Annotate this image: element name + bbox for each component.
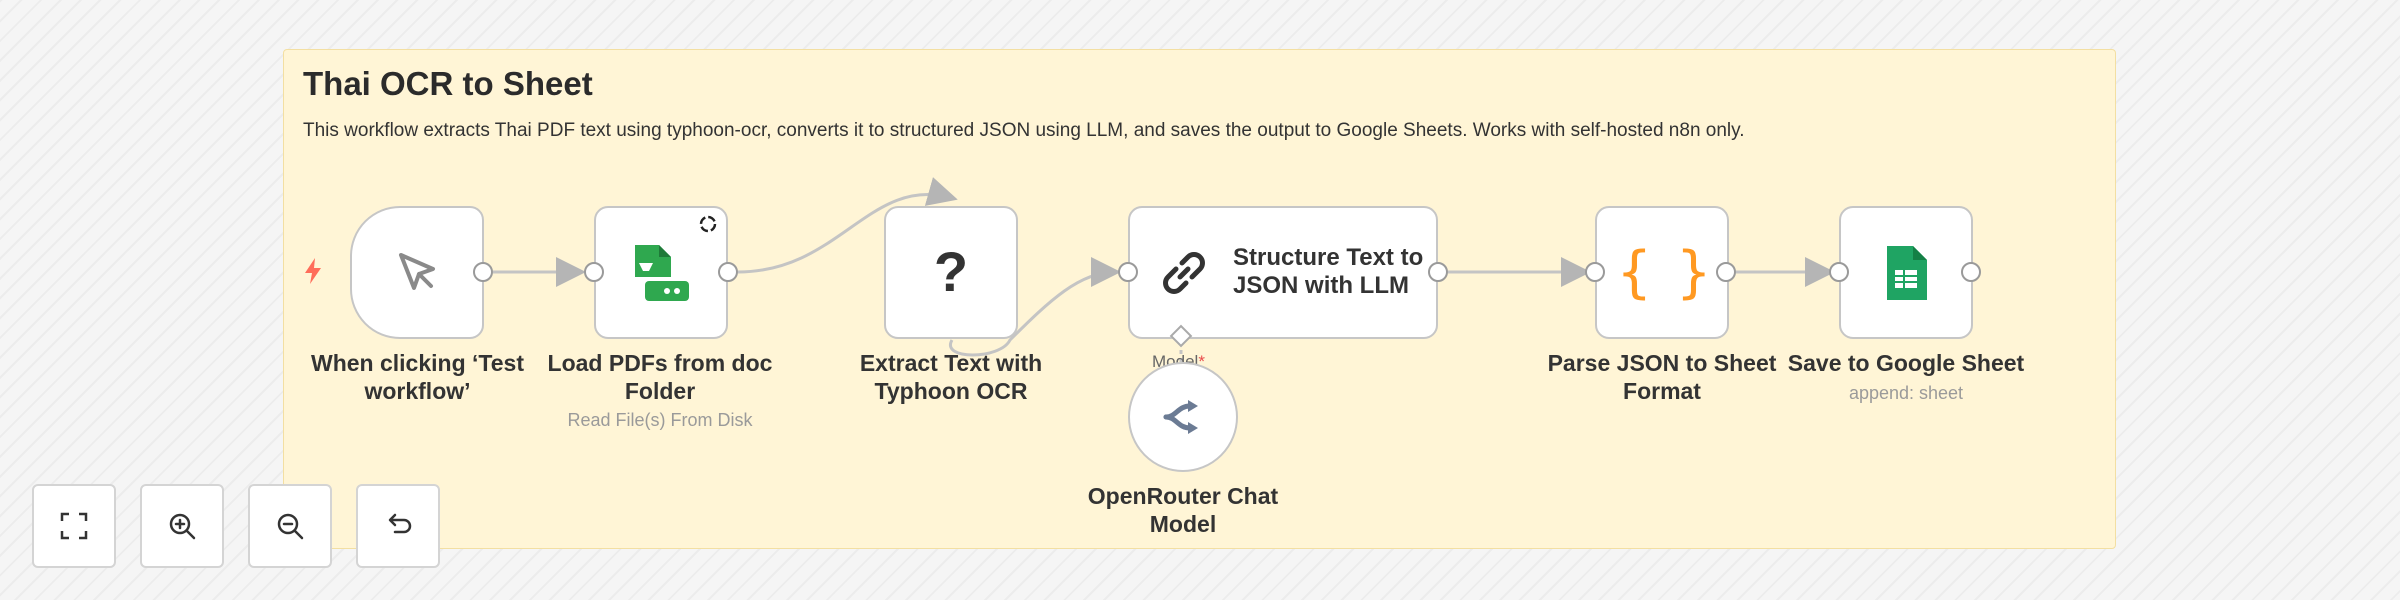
save-sheet-subtitle: append: sheet: [1848, 383, 1964, 403]
undo-icon: [388, 513, 412, 534]
cursor-icon: [399, 252, 435, 290]
save-output-handle[interactable]: [1961, 262, 1981, 282]
parse-input-handle[interactable]: [1585, 262, 1605, 282]
zoom-in-icon: [169, 513, 196, 540]
parse-output-handle[interactable]: [1716, 262, 1736, 282]
parse-json-label: Parse JSON to Sheet Format: [1547, 350, 1777, 404]
reset-zoom-button[interactable]: [356, 484, 440, 568]
node-openrouter-model[interactable]: [1128, 362, 1238, 472]
node-manual-trigger[interactable]: [350, 206, 484, 339]
load-pdfs-subtitle: Read File(s) From Disk: [567, 410, 753, 430]
node-save-sheet[interactable]: [1839, 206, 1973, 339]
node-extract-text[interactable]: ?: [884, 206, 1018, 339]
fullscreen-icon: [60, 512, 88, 540]
trigger-output-handle[interactable]: [473, 262, 493, 282]
file-read-icon: [635, 244, 689, 301]
fit-view-button[interactable]: [32, 484, 116, 568]
node-parse-json[interactable]: { }: [1595, 206, 1729, 339]
structure-input-handle[interactable]: [1118, 262, 1138, 282]
google-sheets-icon: [1887, 245, 1927, 300]
zoom-in-button[interactable]: [140, 484, 224, 568]
sticky-description: This workflow extracts Thai PDF text usi…: [303, 120, 1745, 141]
save-input-handle[interactable]: [1829, 262, 1849, 282]
svg-text:?: ?: [934, 243, 968, 303]
code-braces-icon: { }: [1617, 240, 1710, 305]
zoom-out-icon: [277, 513, 304, 540]
trigger-bolt-icon: [305, 258, 321, 284]
structure-output-handle[interactable]: [1428, 262, 1448, 282]
structure-text-label: Structure Text to JSON with LLM: [1233, 244, 1424, 299]
sticky-title: Thai OCR to Sheet: [303, 65, 593, 102]
disabled-toggle-icon[interactable]: [698, 214, 718, 234]
load-input-handle[interactable]: [584, 262, 604, 282]
openrouter-label: OpenRouter Chat Model: [1087, 483, 1279, 537]
load-pdfs-label: Load PDFs from doc Folder: [547, 350, 773, 404]
load-output-handle[interactable]: [718, 262, 738, 282]
node-structure-text[interactable]: [1128, 206, 1438, 339]
zoom-out-button[interactable]: [248, 484, 332, 568]
trigger-label: When clicking ‘Test workflow’: [311, 350, 524, 404]
node-load-pdfs[interactable]: [594, 206, 728, 339]
question-mark-icon: ?: [934, 243, 968, 303]
required-marker: *: [1198, 352, 1205, 371]
link-chain-icon: [1163, 251, 1205, 294]
save-sheet-label: Save to Google Sheet: [1787, 350, 2025, 376]
openrouter-icon: [1163, 400, 1198, 434]
extract-text-label: Extract Text with Typhoon OCR: [859, 350, 1043, 404]
